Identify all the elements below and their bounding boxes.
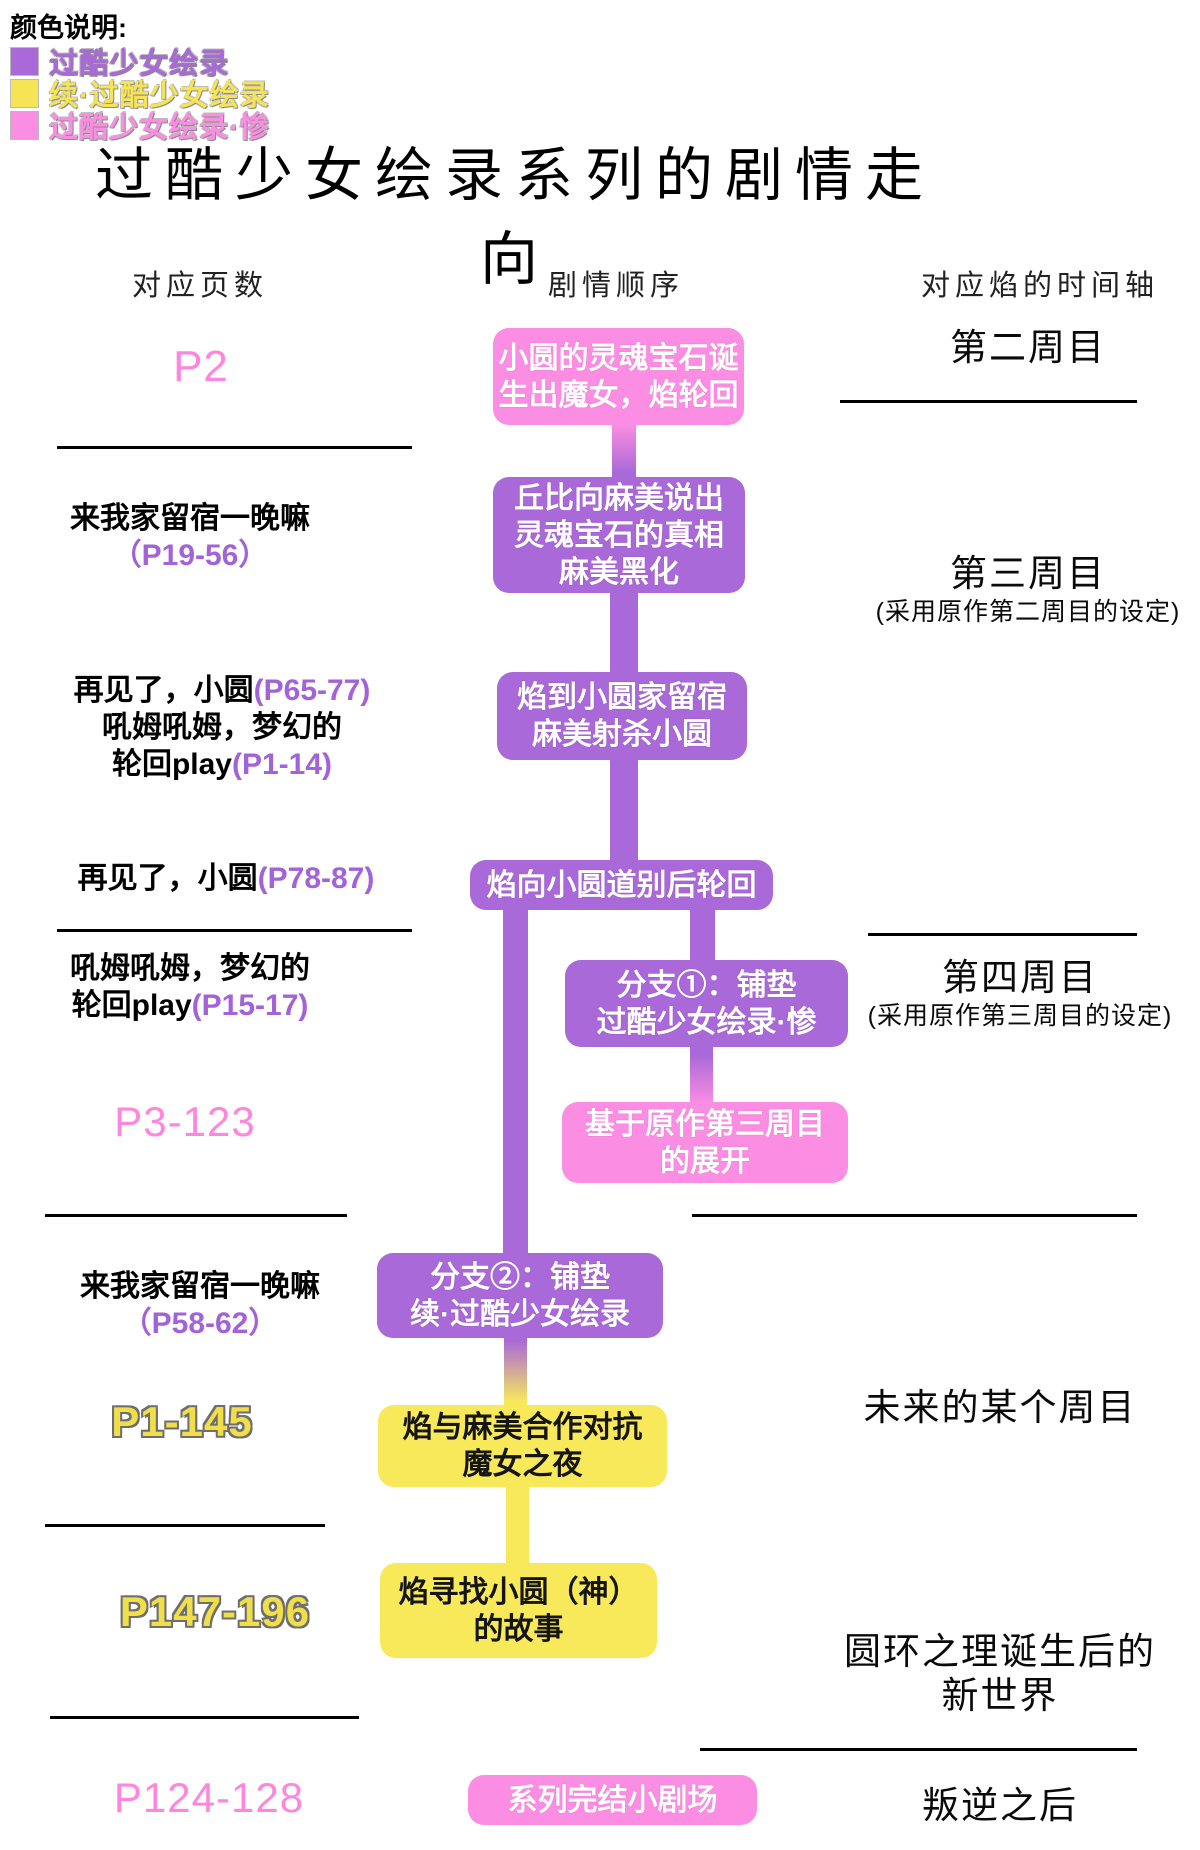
timeline-new-world: 圆环之理诞生后的 新世界: [844, 1631, 1156, 1716]
connector-branch1: [690, 905, 715, 965]
page-title: 过酷少女绘录系列的剧情走向: [94, 141, 935, 293]
legend-item-work2: 续·过酷少女绘录: [10, 77, 270, 112]
connector-yellow: [506, 1482, 529, 1568]
timeline-loop2: 第二周目: [950, 327, 1106, 368]
page-ref-p3-123: P3-123: [114, 1098, 256, 1145]
work-ref-goodbye-madoka-2: 再见了，小圆(P78-87): [77, 862, 375, 895]
flow-box-timeline3-expansion: 基于原作第三周目 的展开: [562, 1102, 848, 1183]
divider-right-1: [840, 400, 1137, 403]
purple-swatch-icon: [10, 46, 39, 76]
column-header-plot: 剧情顺序: [547, 270, 684, 302]
divider-left-1: [57, 446, 412, 449]
page-ref-p124-128: P124-128: [113, 1774, 305, 1821]
work-ref-homuhomu-play: 吼姆吼姆，梦幻的 轮回play(P15-17): [70, 952, 310, 1022]
flow-box-branch1: 分支①：铺垫 过酷少女绘录·惨: [565, 960, 848, 1047]
flow-box-soulgem-witch: 小圆的灵魂宝石诞 生出魔女，焰轮回: [493, 328, 744, 425]
flow-box-homura-seeks-madoka: 焰寻找小圆（神） 的故事: [380, 1563, 657, 1658]
legend-item-work1: 过酷少女绘录: [10, 45, 270, 80]
work-ref-stay-over-1: 来我家留宿一晚嘛 （P19-56）: [70, 502, 310, 572]
divider-left-2: [57, 929, 412, 932]
divider-right-4: [700, 1748, 1137, 1751]
page-ref-p1-145: P1-145: [111, 1398, 253, 1445]
connector-purple-to-yellow: [504, 1333, 527, 1410]
connector: [610, 755, 638, 865]
divider-left-3: [45, 1214, 347, 1217]
page-ref-p2: P2: [173, 342, 229, 391]
connector-pink-to-purple: [612, 420, 636, 482]
timeline-future-loop: 未来的某个周目: [863, 1387, 1137, 1428]
connector: [610, 588, 638, 678]
color-legend: 颜色说明: 过酷少女绘录 续·过酷少女绘录 过酷少女绘录·惨: [10, 6, 270, 144]
flow-box-branch2: 分支②：铺垫 续·过酷少女绘录: [377, 1253, 663, 1338]
yellow-swatch-icon: [10, 78, 39, 108]
flow-box-homura-stay: 焰到小圆家留宿 麻美射杀小圆: [497, 672, 747, 760]
divider-left-4: [45, 1524, 325, 1527]
divider-left-5: [50, 1716, 359, 1719]
legend-label: 过酷少女绘录: [49, 48, 230, 80]
timeline-loop4: 第四周目 (采用原作第三周目的设定): [867, 957, 1173, 1030]
work-ref-goodbye-madoka: 再见了，小圆(P65-77) 吼姆吼姆，梦幻的 轮回play(P1-14): [73, 674, 371, 781]
flow-box-kyubey-mami: 丘比向麻美说出 灵魂宝石的真相 麻美黑化: [493, 477, 745, 593]
column-header-pages: 对应页数: [131, 270, 268, 302]
page-ref-p147-196: P147-196: [119, 1588, 311, 1635]
work-ref-stay-over-2: 来我家留宿一晚嘛 （P58-62）: [80, 1270, 320, 1340]
divider-right-2: [868, 933, 1137, 936]
legend-item-work3: 过酷少女绘录·惨: [10, 109, 270, 144]
legend-title: 颜色说明:: [10, 13, 127, 43]
pink-swatch-icon: [10, 110, 39, 140]
flow-box-farewell-loop: 焰向小圆道别后轮回: [470, 860, 773, 910]
connector-purple-to-pink: [690, 1042, 713, 1107]
timeline-loop3: 第三周目 (采用原作第二周目的设定): [875, 553, 1181, 626]
column-header-timeline: 对应焰的时间轴: [920, 270, 1159, 302]
connector-main-branch: [503, 905, 528, 1258]
divider-right-3: [692, 1214, 1137, 1217]
flow-box-series-finale-theater: 系列完结小剧场: [468, 1775, 757, 1825]
flow-box-homura-mami-walpurgis: 焰与麻美合作对抗 魔女之夜: [378, 1405, 667, 1487]
timeline-after-rebellion: 叛逆之后: [922, 1785, 1078, 1826]
legend-label: 续·过酷少女绘录: [49, 80, 270, 112]
legend-label: 过酷少女绘录·惨: [49, 112, 270, 144]
